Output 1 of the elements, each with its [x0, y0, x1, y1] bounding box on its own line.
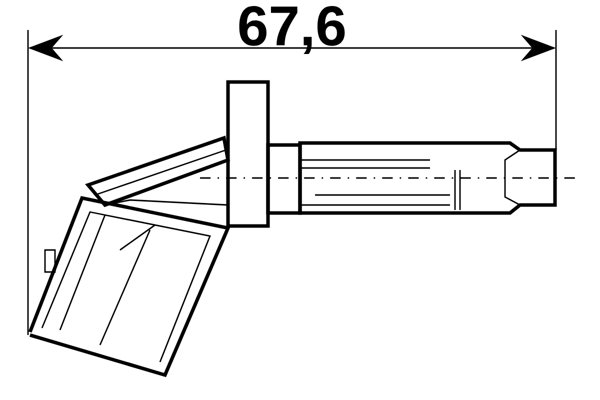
dimension-value: 67,6 — [239, 6, 345, 54]
